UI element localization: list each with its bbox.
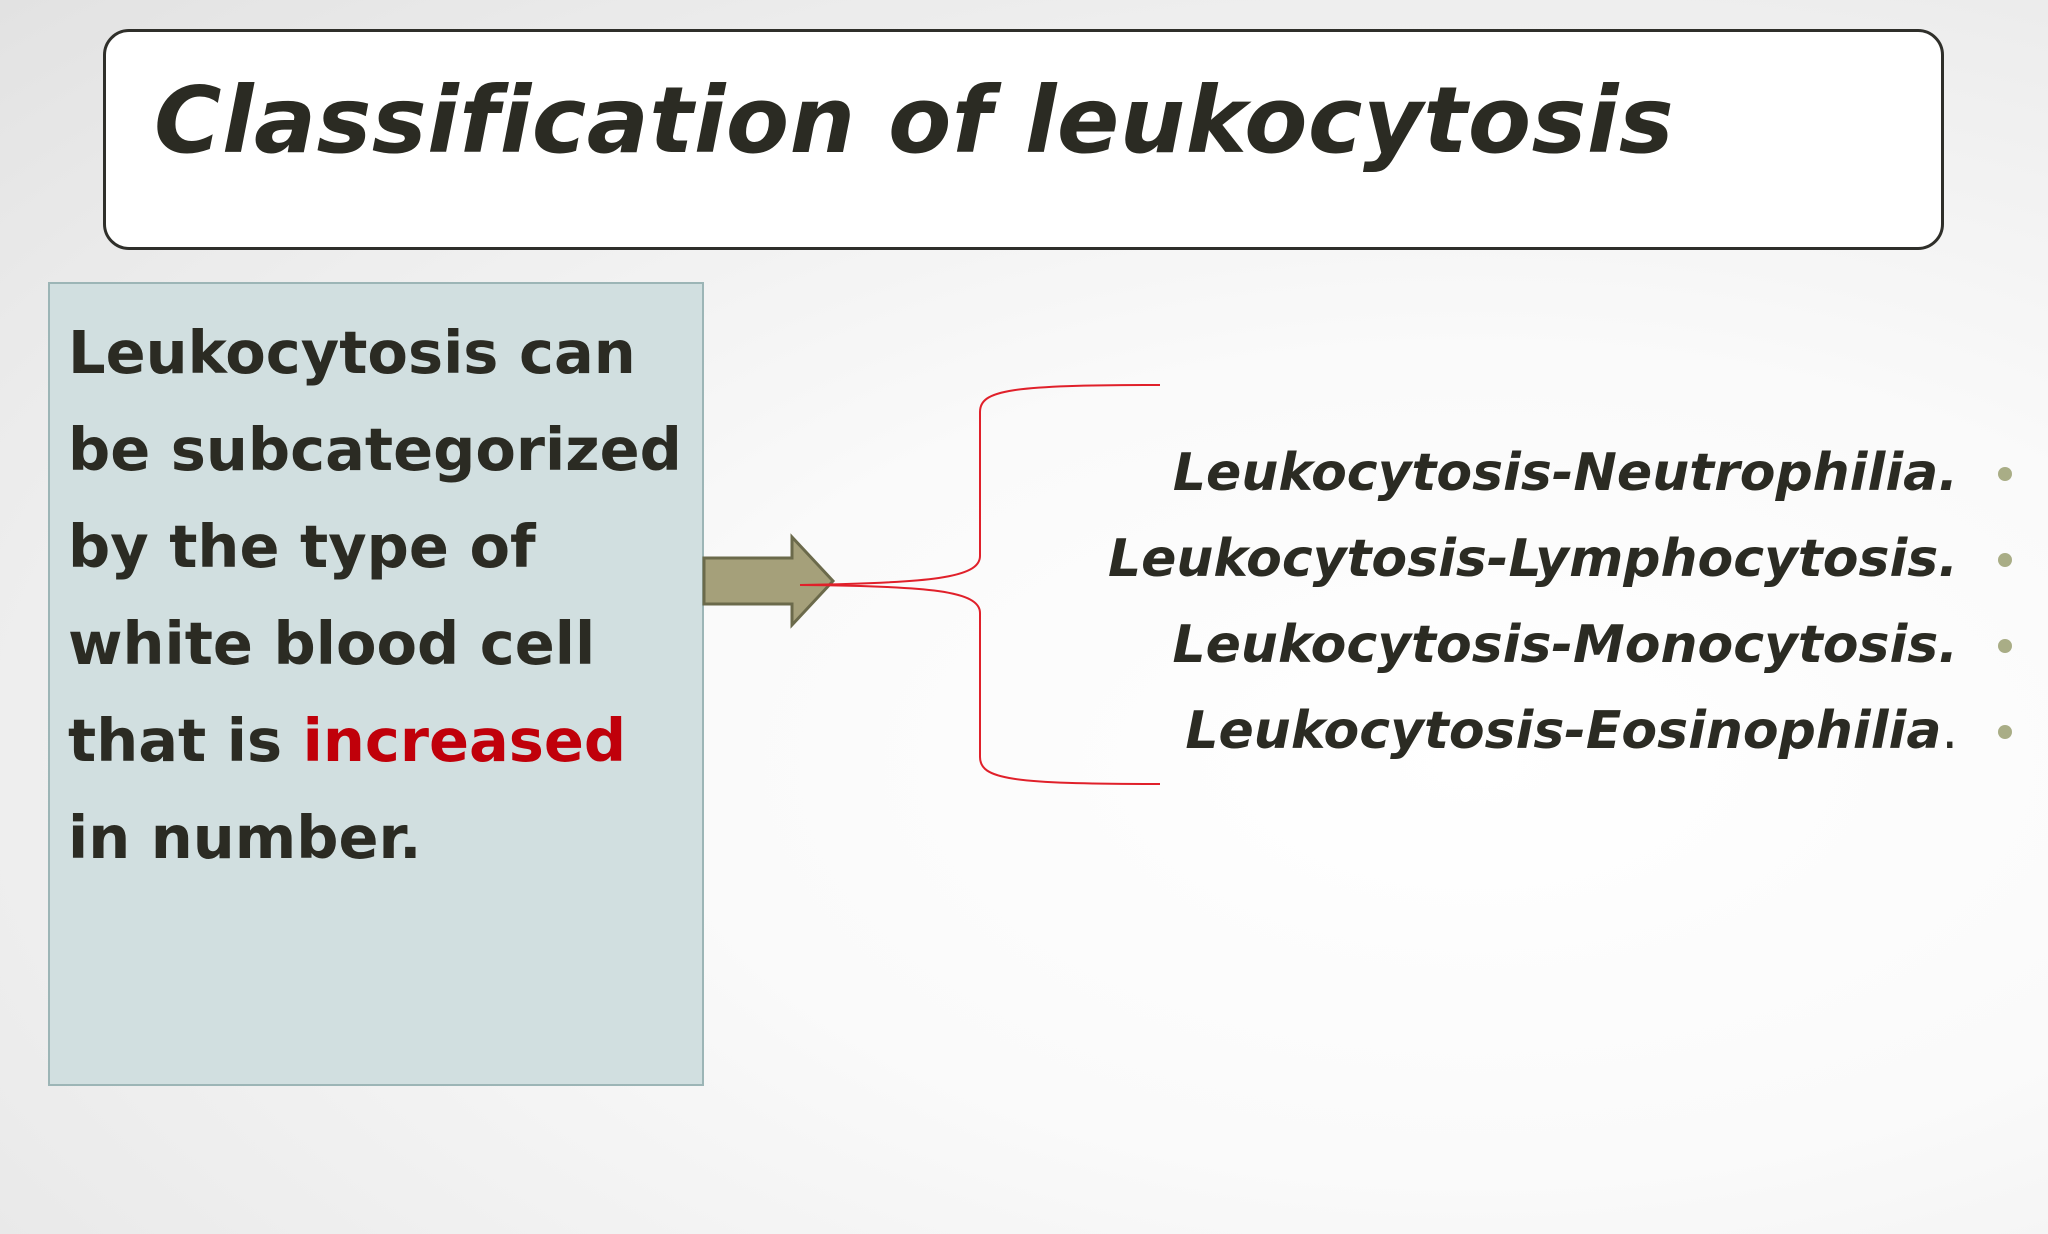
list-item: Leukocytosis-Monocytosis. [1160, 602, 2020, 688]
list-item: Leukocytosis-Neutrophilia. [1160, 430, 2020, 516]
slide-title: Classification of leukocytosis [154, 67, 1675, 174]
bullet-dot-icon [1998, 553, 2012, 567]
description-line: by the type of [68, 512, 536, 581]
description-line: white blood cell [68, 609, 596, 678]
description-line-prefix: that is [68, 706, 303, 775]
list-item: Leukocytosis-Lymphocytosis. [1108, 516, 2020, 602]
bullet-dot-icon [1998, 639, 2012, 653]
item-label: Leukocytosis-Neutrophilia. [1172, 443, 1958, 503]
highlight-word: increased [302, 706, 627, 775]
item-label: Leukocytosis-Eosinophilia [1185, 701, 1942, 761]
item-label: Leukocytosis-Lymphocytosis. [1107, 529, 1958, 589]
title-box: Classification of leukocytosis [103, 29, 1944, 250]
description-line: that is increased [68, 692, 708, 789]
description-line: be subcategorized [68, 415, 682, 484]
leukocytosis-types-list: Leukocytosis-Neutrophilia. Leukocytosis-… [1108, 430, 2020, 774]
bullet-dot-icon [1998, 725, 2012, 739]
description-line: Leukocytosis can [68, 318, 636, 387]
arrow-right-icon [702, 533, 836, 629]
description-box: Leukocytosis can be subcategorized by th… [48, 282, 704, 1086]
description-line: in number. [68, 803, 422, 872]
item-label: Leukocytosis-Monocytosis. [1172, 615, 1958, 675]
list-item: Leukocytosis-Eosinophilia. [1160, 688, 2020, 774]
item-suffix: . [1941, 701, 1958, 761]
curly-brace-icon [799, 384, 1161, 785]
description-text: Leukocytosis can be subcategorized by th… [68, 304, 708, 886]
bullet-dot-icon [1998, 467, 2012, 481]
